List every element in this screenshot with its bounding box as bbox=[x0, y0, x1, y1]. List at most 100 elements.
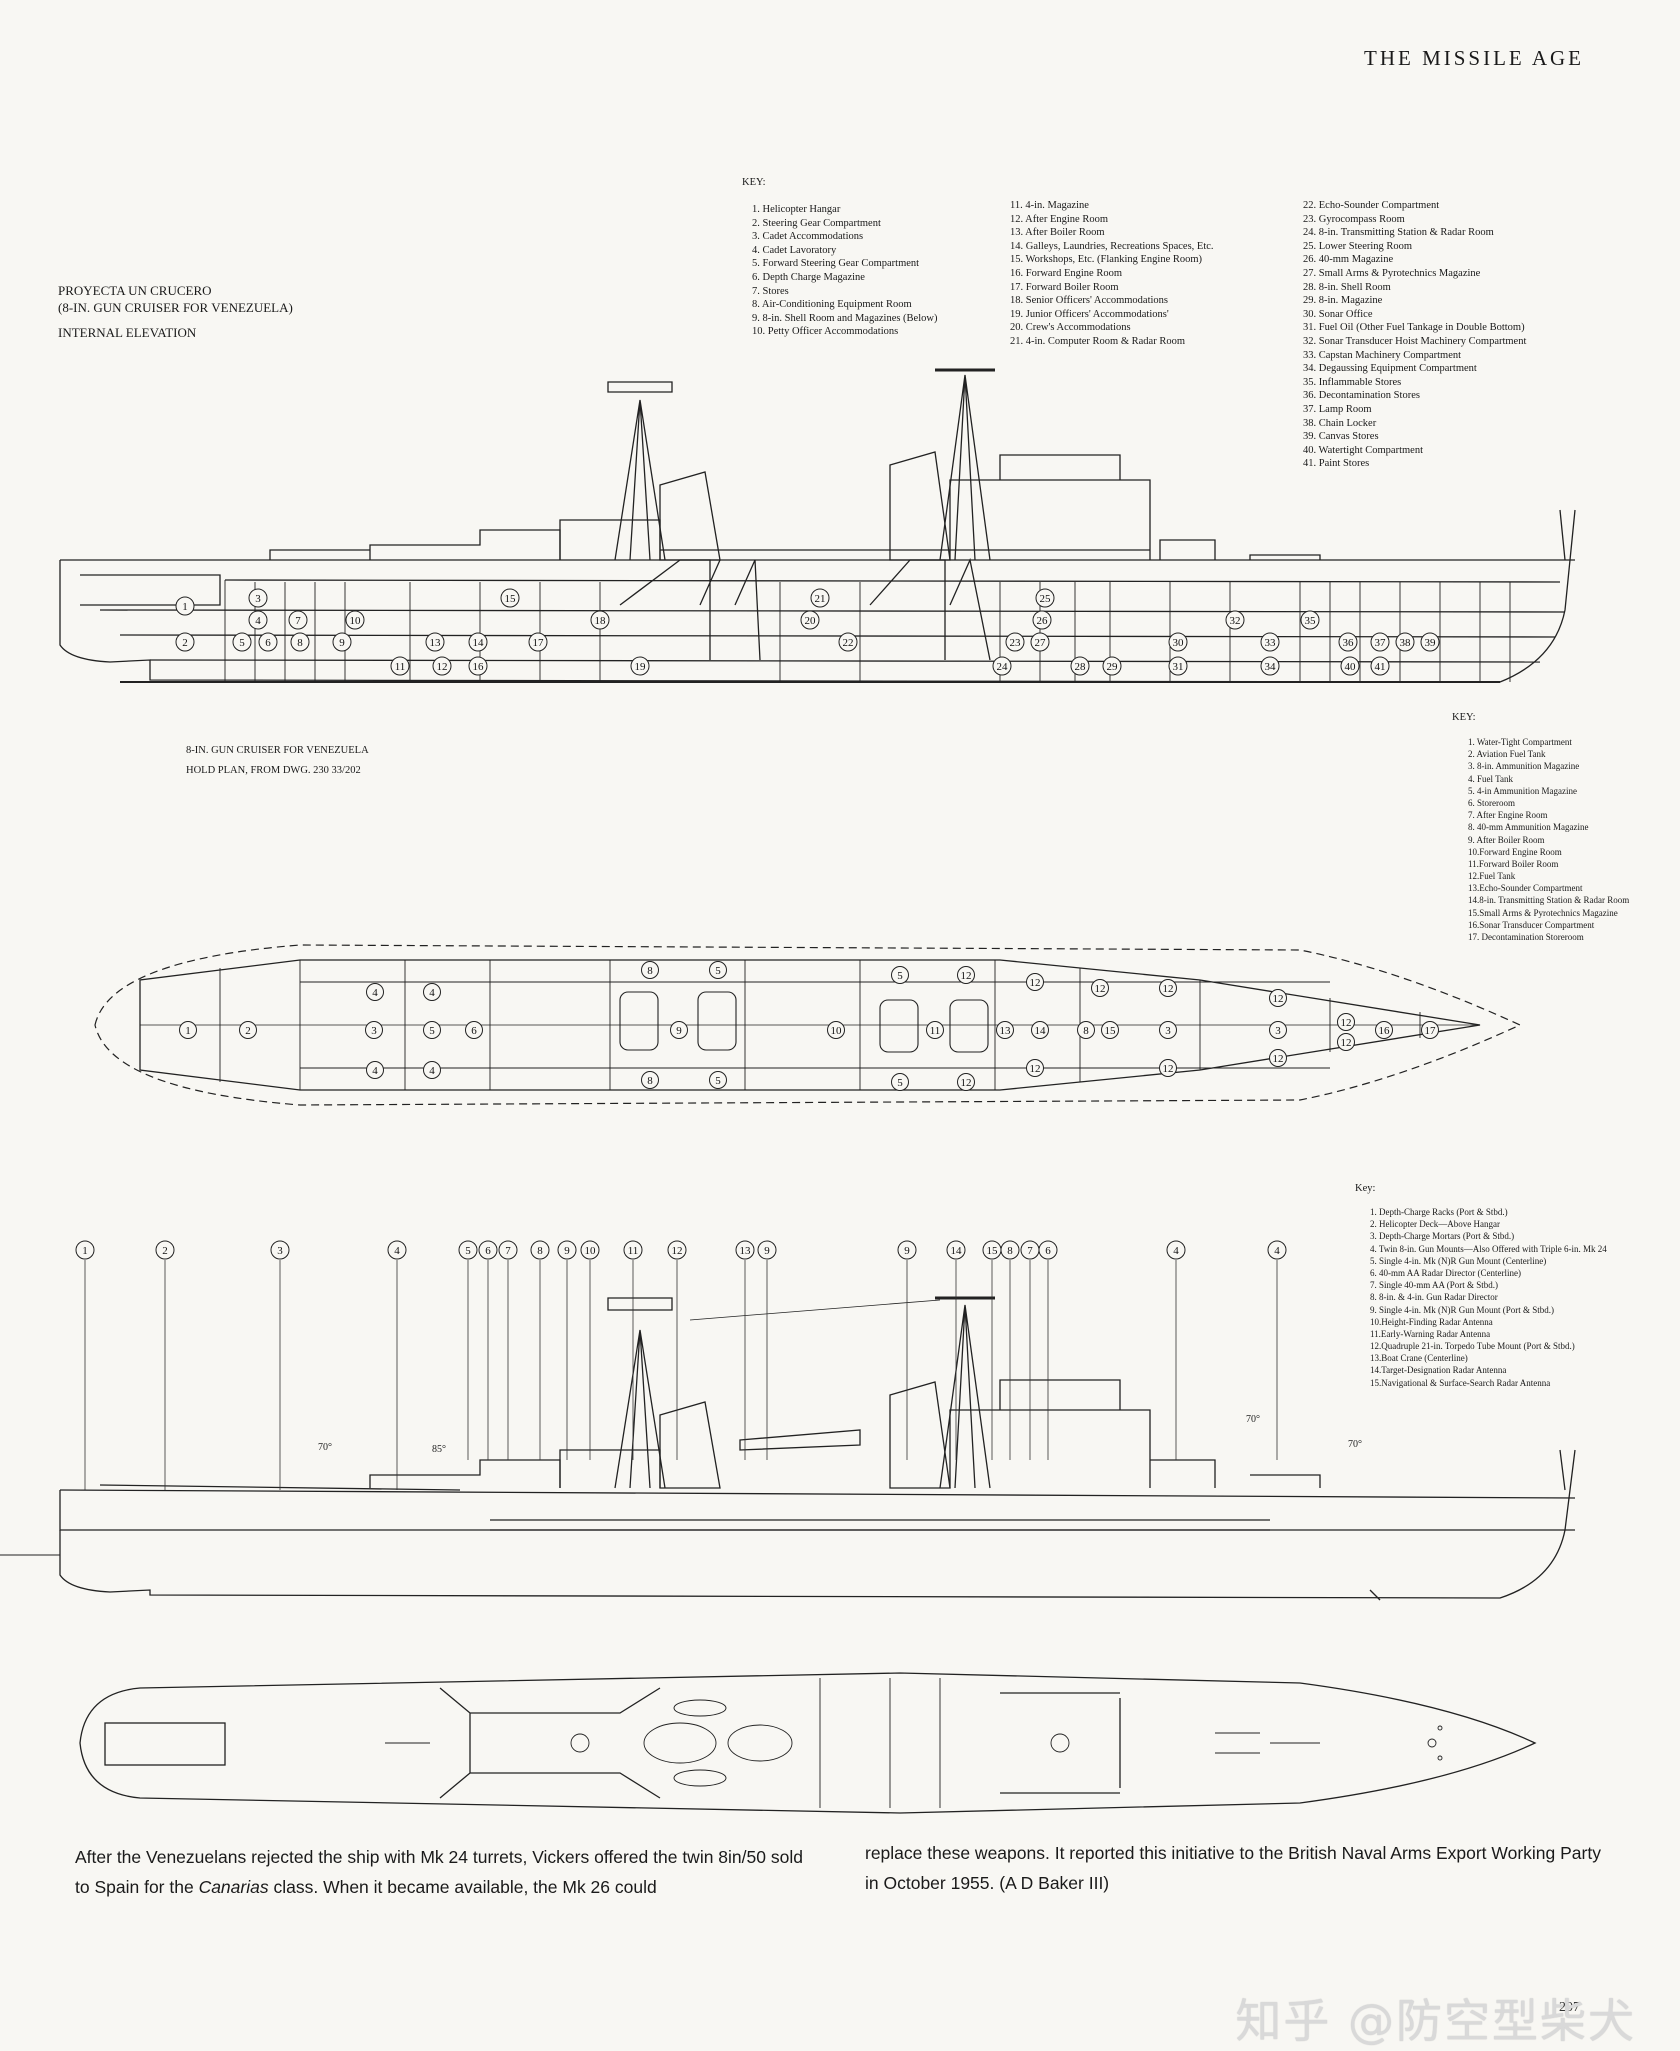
compartment-marker: 4 bbox=[1267, 1240, 1287, 1260]
svg-text:9: 9 bbox=[764, 1245, 770, 1257]
compartment-marker: 12 bbox=[1269, 989, 1287, 1007]
svg-text:6: 6 bbox=[471, 1025, 477, 1037]
key-item: 28. 8-in. Shell Room bbox=[1303, 281, 1391, 293]
key-item: 6. Depth Charge Magazine bbox=[752, 271, 865, 283]
title-line: HOLD PLAN, FROM DWG. 230 33/202 bbox=[186, 765, 361, 776]
svg-text:20: 20 bbox=[805, 615, 817, 627]
compartment-marker: 12 bbox=[1269, 1049, 1287, 1067]
key-item: 5. 4-in Ammunition Magazine bbox=[1468, 785, 1577, 796]
title-line: 8-IN. GUN CRUISER FOR VENEZUELA bbox=[186, 745, 369, 756]
key-item: 11. 4-in. Magazine bbox=[1010, 200, 1089, 211]
compartment-marker: 12 bbox=[432, 656, 452, 676]
compartment-marker: 24 bbox=[992, 656, 1012, 676]
compartment-marker: 1 bbox=[179, 1021, 197, 1039]
svg-text:5: 5 bbox=[897, 970, 903, 982]
compartment-marker: 8 bbox=[641, 961, 659, 979]
compartment-marker: 12 bbox=[957, 1073, 975, 1091]
compartment-marker: 6 bbox=[1038, 1240, 1058, 1260]
svg-text:4: 4 bbox=[394, 1245, 400, 1257]
compartment-marker: 8 bbox=[641, 1071, 659, 1089]
svg-text:21: 21 bbox=[815, 593, 826, 605]
key-item: 11.Forward Boiler Room bbox=[1468, 858, 1559, 869]
key-item: 26. 40-mm Magazine bbox=[1303, 254, 1394, 266]
svg-text:8: 8 bbox=[647, 965, 653, 977]
svg-text:17: 17 bbox=[1425, 1025, 1437, 1037]
key-item: 4. Twin 8-in. Gun Mounts—Also Offered wi… bbox=[1370, 1243, 1607, 1254]
compartment-marker: 1 bbox=[175, 596, 195, 616]
key-item: 30. Sonar Office bbox=[1303, 308, 1373, 320]
compartment-marker: 12 bbox=[1026, 1059, 1044, 1077]
compartment-marker: 31 bbox=[1168, 656, 1188, 676]
key-item: 17. Forward Boiler Room bbox=[1010, 281, 1119, 293]
key-item: 1. Depth-Charge Racks (Port & Stbd.) bbox=[1370, 1207, 1508, 1217]
compartment-marker: 13 bbox=[735, 1240, 755, 1260]
compartment-marker: 8 bbox=[1000, 1240, 1020, 1260]
svg-text:13: 13 bbox=[1000, 1025, 1012, 1037]
svg-text:4: 4 bbox=[429, 1065, 435, 1077]
page-number: 207 bbox=[1559, 2000, 1580, 2015]
key-item: 35. Inflammable Stores bbox=[1303, 376, 1402, 388]
compartment-marker: 11 bbox=[390, 656, 410, 676]
svg-text:15: 15 bbox=[987, 1245, 999, 1257]
key-item: 10.Forward Engine Room bbox=[1468, 846, 1562, 857]
key-item: 10.Height-Finding Radar Antenna bbox=[1370, 1316, 1493, 1327]
key-item: 2. Helicopter Deck—Above Hangar bbox=[1370, 1219, 1500, 1230]
compartment-marker: 7 bbox=[498, 1240, 518, 1260]
compartment-marker: 10 bbox=[345, 610, 365, 630]
compartment-marker: 9 bbox=[757, 1240, 777, 1260]
svg-text:14: 14 bbox=[473, 637, 485, 649]
svg-text:4: 4 bbox=[429, 987, 435, 999]
key-item: 15. Workshops, Etc. (Flanking Engine Roo… bbox=[1010, 254, 1203, 266]
key-item: 1. Water-Tight Compartment bbox=[1468, 737, 1572, 747]
key-item: 13. After Boiler Room bbox=[1010, 227, 1105, 239]
svg-text:8: 8 bbox=[537, 1245, 543, 1257]
watermark: 知乎 @防空型柴犬 bbox=[1235, 1994, 1636, 2048]
key-item: 9. 8-in. Shell Room and Magazines (Below… bbox=[752, 312, 938, 324]
key-item: 11.Early-Warning Radar Antenna bbox=[1370, 1328, 1491, 1339]
key-item: 8. 8-in. & 4-in. Gun Radar Director bbox=[1370, 1292, 1498, 1303]
compartment-marker: 2 bbox=[155, 1240, 175, 1260]
svg-text:16: 16 bbox=[473, 661, 485, 673]
key-item: 39. Canvas Stores bbox=[1303, 431, 1379, 443]
svg-text:39: 39 bbox=[1425, 637, 1437, 649]
svg-text:41: 41 bbox=[1375, 661, 1386, 673]
compartment-marker: 2 bbox=[239, 1021, 257, 1039]
key-item: 14.8-in. Transmitting Station & Radar Ro… bbox=[1468, 895, 1630, 906]
compartment-marker: 33 bbox=[1260, 632, 1280, 652]
compartment-marker: 17 bbox=[1421, 1021, 1439, 1039]
compartment-marker: 12 bbox=[1026, 973, 1044, 991]
compartment-marker: 12 bbox=[667, 1240, 687, 1260]
svg-text:7: 7 bbox=[1027, 1245, 1033, 1257]
profile-key: 1. Depth-Charge Racks (Port & Stbd.) 2. H… bbox=[1370, 1206, 1607, 1389]
svg-text:12: 12 bbox=[1273, 1053, 1284, 1065]
svg-text:30: 30 bbox=[1173, 637, 1185, 649]
compartment-marker: 29 bbox=[1102, 656, 1122, 676]
svg-text:8: 8 bbox=[1007, 1245, 1013, 1257]
compartment-marker: 5 bbox=[891, 966, 909, 984]
compartment-marker: 3 bbox=[1269, 1021, 1287, 1039]
svg-text:33: 33 bbox=[1265, 637, 1277, 649]
svg-text:22: 22 bbox=[843, 637, 854, 649]
compartment-marker: 8 bbox=[1077, 1021, 1095, 1039]
svg-text:12: 12 bbox=[672, 1245, 683, 1257]
svg-text:2: 2 bbox=[162, 1245, 168, 1257]
compartment-marker: 16 bbox=[468, 656, 488, 676]
compartment-marker: 17 bbox=[528, 632, 548, 652]
compartment-marker: 12 bbox=[1159, 1059, 1177, 1077]
key-item: 15.Small Arms & Pyrotechnics Magazine bbox=[1468, 907, 1618, 918]
compartment-marker: 34 bbox=[1260, 656, 1280, 676]
compartment-marker: 36 bbox=[1338, 632, 1358, 652]
key-item: 5. Forward Steering Gear Compartment bbox=[752, 258, 920, 270]
compartment-marker: 3 bbox=[365, 1021, 383, 1039]
key-item: 22. Echo-Sounder Compartment bbox=[1303, 200, 1440, 211]
svg-text:32: 32 bbox=[1230, 615, 1241, 627]
key-item: 18. Senior Officers' Accommodations bbox=[1010, 295, 1169, 307]
key-item: 3. Depth-Charge Mortars (Port & Stbd.) bbox=[1370, 1231, 1515, 1242]
svg-text:5: 5 bbox=[465, 1245, 471, 1257]
svg-text:3: 3 bbox=[277, 1245, 283, 1257]
key-item: 7. After Engine Room bbox=[1468, 810, 1548, 821]
svg-text:11: 11 bbox=[395, 661, 406, 673]
compartment-marker: 18 bbox=[590, 610, 610, 630]
